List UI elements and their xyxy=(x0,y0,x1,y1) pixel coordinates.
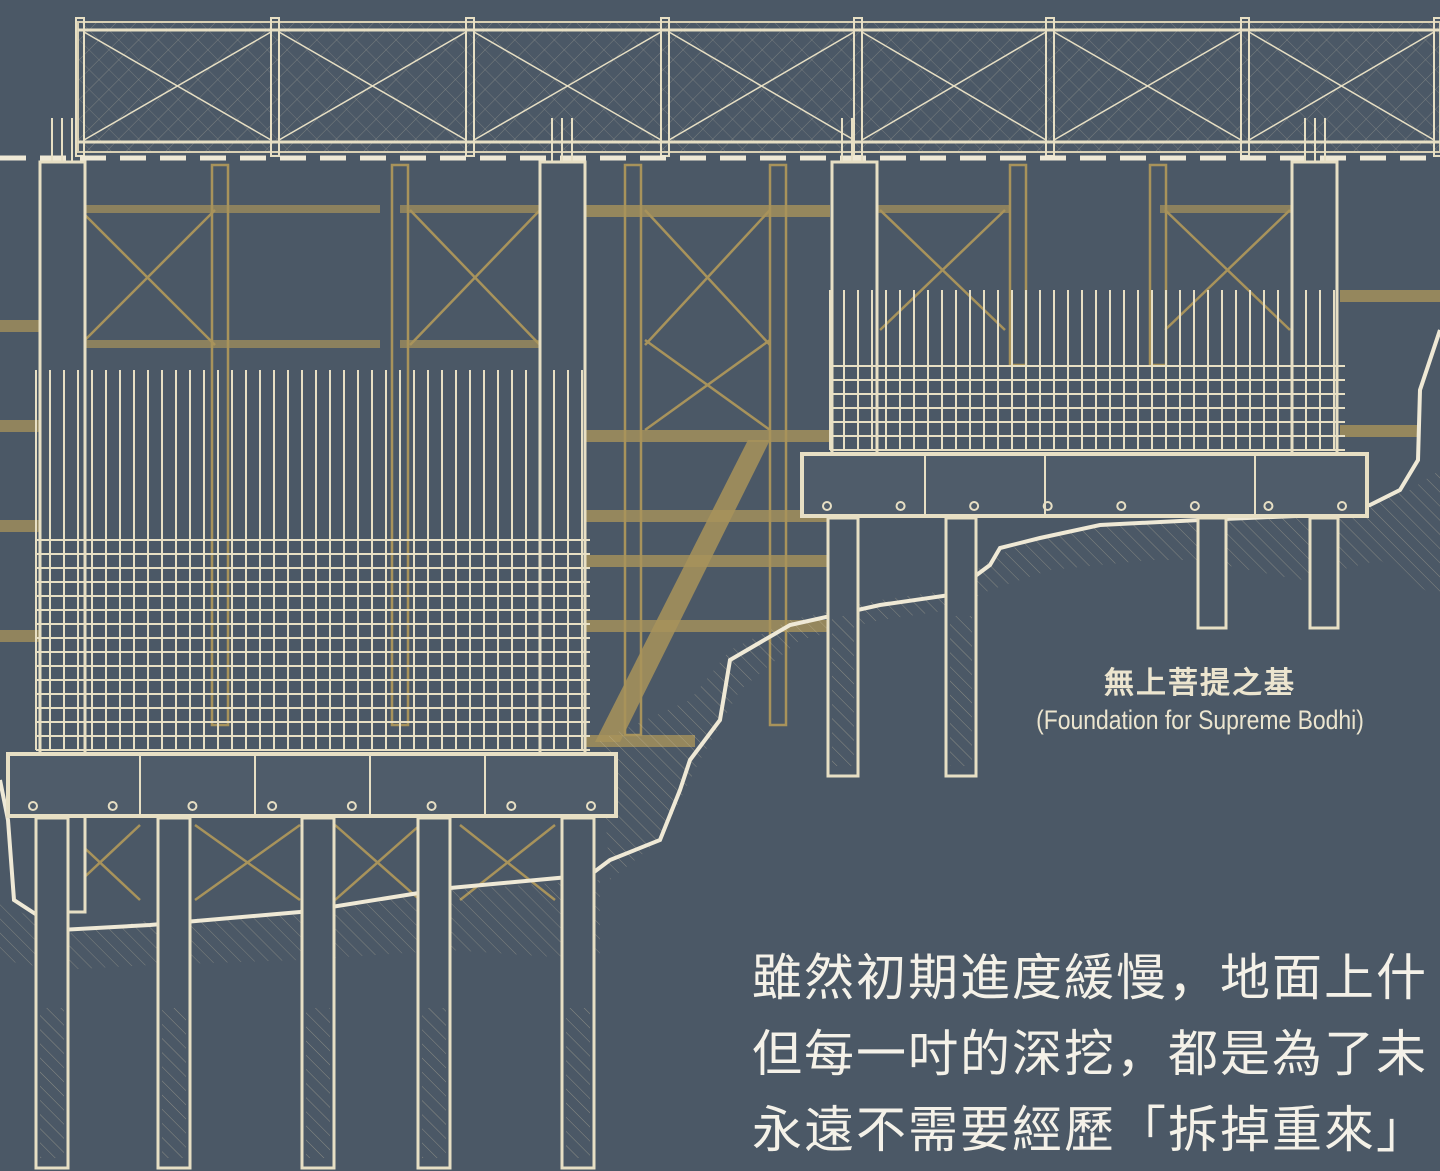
pile-shaft xyxy=(1308,516,1340,630)
rebar-cage-left xyxy=(35,370,590,751)
scaffold-ledger xyxy=(1160,205,1310,213)
shoring-beam xyxy=(585,555,835,567)
shoring-stub xyxy=(0,420,40,432)
cross-brace xyxy=(644,209,771,346)
scaffold-ledger xyxy=(80,205,380,213)
cross-brace xyxy=(79,209,216,346)
scaffold-standard xyxy=(623,163,643,737)
pile-icon xyxy=(560,816,596,1170)
fence-brace xyxy=(668,31,855,141)
pile-icon xyxy=(1196,516,1228,630)
fence-brace xyxy=(1248,31,1435,141)
pile-cap-outline xyxy=(800,452,1369,518)
pile-hatch xyxy=(832,616,854,766)
pile-icon xyxy=(1308,516,1340,630)
shoring-beam xyxy=(585,205,830,217)
anchor-bolt xyxy=(267,801,278,811)
anchor-bolt xyxy=(28,801,38,811)
scaffold-ledger xyxy=(860,205,1010,213)
cross-brace xyxy=(409,209,541,346)
caption-line-1: 雖然初期進度緩慢，地面上什 xyxy=(752,949,1428,1007)
anchor-bolt xyxy=(187,801,198,811)
foundation-structure xyxy=(6,118,1369,1170)
caption-line-2: 但每一吋的深挖，都是為了未 xyxy=(752,1025,1428,1083)
fence-post xyxy=(1433,17,1440,157)
anchor-bolt xyxy=(822,501,832,511)
pile-hatch xyxy=(306,1008,330,1158)
scaffold-ledger xyxy=(80,340,380,348)
pile-cap-left xyxy=(6,752,618,818)
anchor-bolt xyxy=(1263,501,1274,511)
caption-text: 雖然初期進度緩慢，地面上什 但每一吋的深挖，都是為了未 永遠不需要經歷「拆掉重來… xyxy=(752,940,1428,1168)
shoring-beam xyxy=(585,430,835,442)
anchor-bolt xyxy=(1116,501,1127,511)
pile-icon xyxy=(944,516,978,778)
scaffold-ledger xyxy=(400,205,540,213)
caption-line-3: 永遠不需要經歷「拆掉重來」 xyxy=(752,1101,1428,1159)
shoring-stub xyxy=(0,630,40,642)
chain-link-fence-icon xyxy=(75,17,1440,157)
shoring-stub xyxy=(0,320,40,332)
pile-hatch xyxy=(40,1008,64,1158)
anchor-bolt xyxy=(895,501,906,511)
pile-cap-right xyxy=(800,452,1369,518)
shoring-beam xyxy=(1340,290,1440,302)
shoring-beam xyxy=(1340,425,1420,437)
anchor-bolt xyxy=(969,501,980,511)
anchor-bolt xyxy=(426,801,437,811)
scaffold-standard xyxy=(768,163,788,727)
fence-brace xyxy=(83,31,272,141)
pile-hatch xyxy=(162,1008,186,1158)
anchor-bolt xyxy=(346,801,357,811)
foundation-label: 無上菩提之基 (Foundation for Supreme Bodhi) xyxy=(1000,664,1400,736)
anchor-bolt xyxy=(506,801,517,811)
pile-cap-outline xyxy=(6,752,618,818)
anchor-bolt xyxy=(586,801,596,811)
column xyxy=(830,160,879,464)
anchor-bolt xyxy=(1042,501,1053,511)
rebar-cage-right xyxy=(829,290,1345,451)
diagonal-strut xyxy=(595,440,770,742)
pile-shaft xyxy=(1196,516,1228,630)
foundation-label-title: 無上菩提之基 xyxy=(1104,666,1296,701)
anchor-bolt xyxy=(107,801,118,811)
anchor-bolt xyxy=(1189,501,1200,511)
column xyxy=(538,160,587,764)
anchor-bolt xyxy=(1337,501,1347,511)
fence-brace xyxy=(861,31,1047,141)
scaffold-ledger xyxy=(400,340,540,348)
cross-brace xyxy=(334,824,421,901)
pile-icon xyxy=(156,816,192,1170)
pile-icon xyxy=(826,516,860,778)
pile-icon xyxy=(416,816,452,1170)
cross-brace xyxy=(1164,209,1291,331)
pile-hatch xyxy=(950,616,972,766)
pile-icon xyxy=(300,816,336,1170)
cross-brace xyxy=(644,338,771,432)
shoring-stub xyxy=(0,520,40,532)
foundation-label-subtitle: (Foundation for Supreme Bodhi) xyxy=(1036,705,1364,735)
fence-brace xyxy=(473,31,662,141)
pile-hatch xyxy=(422,1008,446,1158)
pile-hatch xyxy=(566,1008,590,1158)
fence-post xyxy=(270,17,280,157)
fence-brace xyxy=(1053,31,1242,141)
column xyxy=(1290,160,1339,464)
cross-brace xyxy=(194,823,301,902)
scaffold-standard xyxy=(210,163,230,727)
fence-brace xyxy=(278,31,467,141)
pile-icon xyxy=(34,816,70,1170)
fence-post xyxy=(465,17,475,157)
